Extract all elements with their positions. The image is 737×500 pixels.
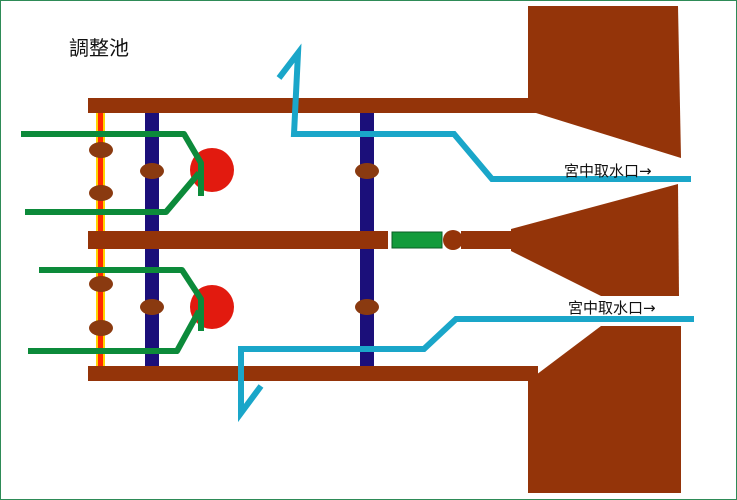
gate-ovals (89, 142, 379, 336)
center-wall-right (461, 231, 521, 249)
middle-dam-wedge (511, 184, 679, 296)
left-dashed-gate-upper (96, 113, 105, 231)
top-wall (88, 98, 538, 113)
green-pipe-lower-bottom (28, 309, 202, 354)
center-gate-knob (443, 230, 463, 250)
green-pipe-upper-top (21, 131, 204, 196)
upper-dam-structure (528, 6, 681, 158)
lower-dam-structure (528, 326, 681, 493)
center-green-gate (391, 231, 443, 249)
diagram-title: 調整池 (69, 36, 129, 60)
blue-channel-upper (276, 43, 691, 182)
left-dashed-gate-lower (96, 249, 105, 366)
bottom-wall (88, 366, 538, 381)
green-pipe-upper-bottom (25, 171, 202, 215)
intake-label-lower: 宮中取水口→ (568, 299, 656, 317)
center-wall-left (88, 231, 388, 249)
green-pipe-lower-top (39, 267, 204, 331)
blue-channel-lower (238, 316, 694, 423)
intake-label-upper: 宮中取水口→ (564, 162, 652, 180)
